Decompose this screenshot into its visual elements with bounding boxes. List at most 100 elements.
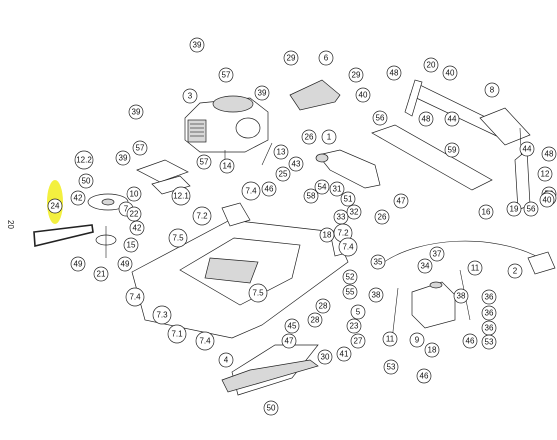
callout-27: 27	[350, 333, 366, 349]
callout-label: 36	[485, 293, 494, 302]
callout-5: 5	[350, 304, 366, 320]
callout-circle	[196, 154, 212, 170]
callout-label: 51	[344, 195, 353, 204]
callout-label: 24	[51, 202, 60, 211]
callout-label: 38	[457, 292, 466, 301]
plate-12-2	[136, 159, 189, 183]
callout-12-2: 12.2	[74, 150, 94, 170]
callout-label: 27	[354, 337, 363, 346]
callout-37: 37	[429, 246, 445, 262]
callout-47: 47	[393, 193, 409, 209]
callout-label: 7.3	[156, 311, 168, 320]
callout-label: 7.4	[129, 293, 141, 302]
discharge-chute	[261, 142, 381, 189]
callout-circle	[283, 50, 299, 66]
callout-label: 15	[127, 241, 136, 250]
callout-label: 7	[124, 205, 129, 214]
callout-circle	[318, 50, 334, 66]
callout-label: 18	[323, 231, 332, 240]
callout-3: 3	[182, 88, 198, 104]
callout-7-2: 7.2	[333, 223, 353, 243]
pulley-icon	[87, 193, 129, 211]
callout-7-2: 7.2	[192, 206, 212, 226]
callout-circle	[123, 237, 139, 253]
callout-circle	[368, 287, 384, 303]
callout-circle	[386, 65, 402, 81]
callout-circle	[126, 186, 142, 202]
callout-label: 53	[387, 363, 396, 372]
callout-2: 2	[507, 263, 523, 279]
callout-label: 49	[74, 260, 83, 269]
callout-label: 21	[97, 270, 106, 279]
callout-label: 44	[448, 115, 457, 124]
callout-label: 54	[318, 183, 327, 192]
callout-48: 48	[418, 111, 434, 127]
callout-7-4: 7.4	[338, 237, 358, 257]
callout-14: 14	[219, 158, 235, 174]
callout-circle	[338, 237, 358, 257]
callout-6: 6	[318, 50, 334, 66]
callout-label: 29	[287, 54, 296, 63]
callout-58: 58	[303, 188, 319, 204]
callout-circle	[303, 188, 319, 204]
callout-label: 37	[433, 250, 442, 259]
callout-circle	[382, 331, 398, 347]
callout-circle	[350, 333, 366, 349]
callout-13: 13	[273, 144, 289, 160]
callout-53: 53	[481, 334, 497, 350]
callout-54: 54	[314, 179, 330, 195]
callout-36: 36	[481, 289, 497, 305]
callout-label: 7.2	[337, 229, 349, 238]
callout-22: 22	[126, 206, 142, 222]
callout-label: 46	[420, 372, 429, 381]
callout-36: 36	[481, 305, 497, 321]
callout-circle	[281, 333, 297, 349]
callout-53: 53	[383, 359, 399, 375]
callout-8: 8	[484, 82, 500, 98]
callout-label: 5	[356, 308, 361, 317]
callout-circle	[541, 146, 557, 162]
callout-circle	[416, 368, 432, 384]
callout-circle	[481, 305, 497, 321]
callout-50: 50	[78, 173, 94, 189]
callout-38: 38	[453, 288, 469, 304]
callout-circle	[523, 201, 539, 217]
callout-label: 22	[130, 210, 139, 219]
callout-circle	[93, 266, 109, 282]
callout-39: 39	[115, 150, 131, 166]
callout-circle	[47, 198, 63, 214]
callout-circle	[317, 349, 333, 365]
callout-circle	[248, 283, 268, 303]
callout-18: 18	[319, 227, 335, 243]
callout-label: 20	[427, 61, 436, 70]
callout-label: 11	[471, 264, 480, 273]
callout-42: 42	[129, 220, 145, 236]
callout-circle	[321, 129, 337, 145]
callout-19: 19	[506, 201, 522, 217]
callout-label: 12	[541, 170, 550, 179]
callout-circle	[192, 206, 212, 226]
callout-label: 7.4	[342, 243, 354, 252]
callout-circle	[393, 193, 409, 209]
callout-label: 10	[130, 190, 139, 199]
callout-label: 23	[350, 322, 359, 331]
callout-label: 44	[523, 145, 532, 154]
callout-46: 46	[462, 333, 478, 349]
callout-46: 46	[416, 368, 432, 384]
callout-30: 30	[317, 349, 333, 365]
callout-label: 14	[223, 162, 232, 171]
callout-circle	[117, 256, 133, 272]
callout-1: 1	[321, 129, 337, 145]
callout-25: 25	[275, 166, 291, 182]
callout-circle	[372, 110, 388, 126]
callout-label: 4	[224, 356, 229, 365]
callout-label: 48	[545, 150, 554, 159]
callout-23: 23	[346, 318, 362, 334]
callout-circle	[263, 400, 279, 416]
callout-39: 39	[254, 85, 270, 101]
callout-circle	[125, 287, 145, 307]
callout-36: 36	[481, 320, 497, 336]
callout-circle	[346, 204, 362, 220]
callout-15: 15	[123, 237, 139, 253]
callout-56: 56	[523, 201, 539, 217]
